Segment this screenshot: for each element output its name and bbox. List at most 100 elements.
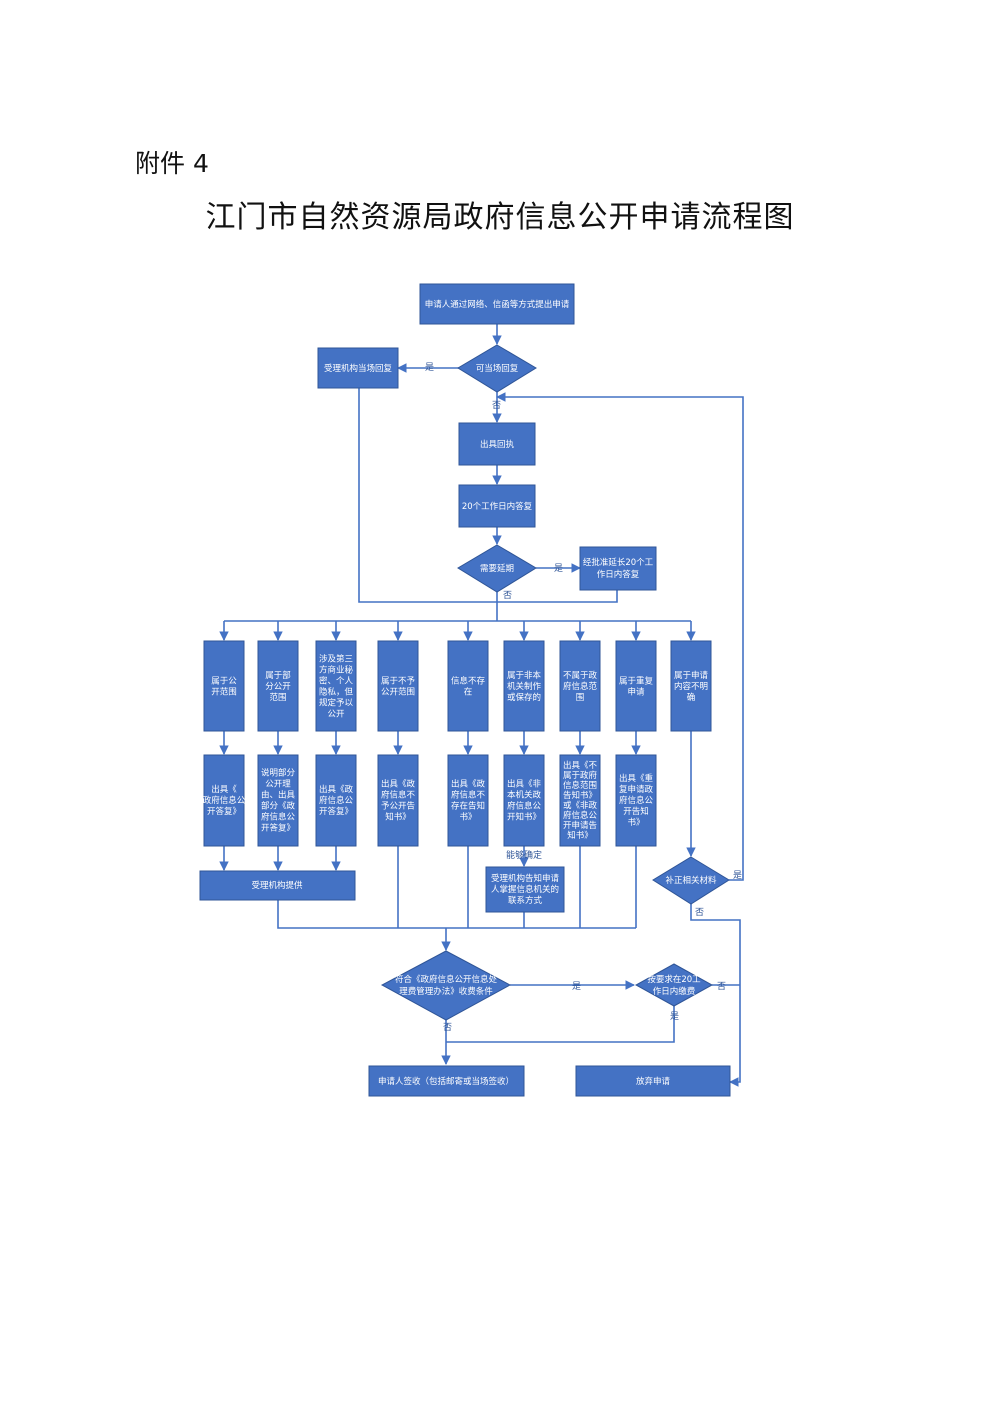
category-text: 机关制作 — [507, 681, 542, 692]
category-text: 密、个人 — [319, 676, 354, 687]
start-text: 申请人通过网络、信函等方式提出申请 — [425, 299, 570, 310]
inform-contact-text: 受理机构告知申请 — [491, 873, 560, 884]
category-text: 范围 — [269, 692, 286, 703]
category-text: 开范围 — [211, 687, 237, 698]
connector — [497, 590, 618, 603]
output-text: 复申请政 — [619, 784, 654, 795]
category-text: 属于部 — [265, 670, 291, 681]
category-box — [447, 640, 489, 732]
connector — [358, 388, 497, 603]
decision-extend — [457, 544, 537, 593]
decision-fee-text: 符合《政府信息公开信息处 — [395, 974, 498, 985]
category-box — [377, 640, 419, 732]
category-text: 属于不予 — [381, 677, 416, 687]
onsite-reply-text: 受理机构当场回复 — [324, 363, 393, 374]
category-text: 信息不存 — [451, 676, 486, 687]
category-text: 府信息范 — [563, 681, 598, 692]
category-text: 公开范围 — [381, 687, 415, 698]
output-box — [257, 754, 299, 847]
output-text: 知书》 — [385, 812, 411, 823]
provide-text: 受理机构提供 — [251, 880, 303, 891]
extend-text: 作日内答复 — [597, 569, 640, 580]
label-yes-fee: 是 — [572, 981, 581, 992]
output-text: 知书》 — [567, 830, 593, 841]
category-text: 公开 — [327, 710, 345, 720]
output-text: 府信息不 — [381, 790, 416, 801]
output-text: 府信息公 — [319, 795, 354, 806]
output-text: 本机关政 — [507, 790, 542, 801]
output-box — [559, 754, 601, 847]
output-text: 出具《政 — [319, 784, 354, 795]
label-yes-supplement: 是 — [733, 870, 742, 881]
decision-supplement — [652, 856, 730, 905]
category-box — [203, 640, 245, 732]
category-text: 隐私，但 — [319, 687, 354, 698]
category-text: 确 — [687, 692, 696, 703]
connector — [496, 392, 744, 881]
extend-box — [579, 546, 657, 591]
output-text: 开申请告 — [563, 820, 597, 831]
output-text: 书》 — [459, 812, 476, 823]
decision-fee — [380, 950, 512, 1021]
category-box — [615, 640, 657, 732]
label-no-onsite: 否 — [492, 400, 501, 411]
output-text: 出具《 — [211, 784, 237, 795]
output-text: 出具《政 — [381, 779, 416, 790]
inform-contact-text: 联系方式 — [508, 895, 543, 906]
category-text: 申请 — [627, 687, 645, 698]
reply20-text: 20个工作日内答复 — [462, 501, 533, 512]
output-text: 府信息不 — [451, 790, 486, 801]
category-text: 属于申请 — [674, 670, 709, 681]
output-text: 由、出具 — [261, 790, 296, 801]
output-text: 开知书》 — [507, 812, 541, 823]
label-no-pay: 否 — [717, 981, 726, 992]
category-text: 或保存的 — [507, 692, 541, 703]
extend-text: 经批准延长20个工 — [583, 557, 654, 568]
inform-contact-box — [485, 866, 565, 913]
decision-onsite — [457, 344, 537, 393]
output-text: 府信息公 — [619, 795, 654, 806]
decision-fee-text: 理费管理办法》收费条件 — [399, 986, 493, 997]
output-box — [615, 754, 657, 847]
output-box — [447, 754, 489, 847]
output-text: 开答复》 — [261, 823, 295, 834]
category-text: 内容不明 — [674, 681, 708, 692]
page-title: 江门市自然资源局政府信息公开申请流程图 — [205, 200, 795, 235]
decision-pay-text: 作日内缴费 — [653, 986, 696, 997]
inform-contact-text: 人掌握信息机关的 — [491, 884, 559, 895]
output-text: 政府信息公 — [203, 795, 246, 806]
connector-lines — [219, 324, 744, 1087]
output-text: 开答复》 — [207, 806, 241, 817]
sign-box — [368, 1065, 525, 1097]
output-text: 出具《重 — [619, 773, 654, 784]
category-text: 不属于政 — [563, 670, 598, 681]
category-text: 涉及第三 — [319, 654, 353, 665]
output-text: 出具《不 — [563, 760, 598, 771]
output-box — [503, 754, 545, 847]
output-text: 开答复》 — [319, 806, 353, 817]
label-no-fee: 否 — [443, 1022, 452, 1033]
output-box — [203, 754, 245, 847]
output-text: 府信息公 — [563, 810, 598, 821]
receipt-text: 出具回执 — [480, 439, 515, 450]
supplement-text: 补正相关材料 — [665, 875, 717, 886]
category-text: 属于重复 — [619, 676, 654, 687]
decision-extend-text: 需要延期 — [480, 563, 514, 574]
output-text: 书》 — [627, 817, 644, 828]
output-box — [377, 754, 419, 847]
decision-pay-text: 按要求在20工 — [647, 974, 701, 985]
category-text: 属于公 — [211, 677, 237, 687]
output-text: 存在告知 — [451, 801, 485, 812]
connector — [446, 1006, 675, 1043]
onsite-reply-box — [317, 347, 399, 389]
output-text: 属于政府 — [563, 770, 598, 781]
output-text: 告知书》 — [563, 790, 597, 801]
category-box — [315, 640, 357, 732]
decision-onsite-text: 可当场回复 — [476, 363, 519, 374]
label-yes-extend: 是 — [554, 563, 563, 574]
label-no-supplement: 否 — [695, 907, 704, 918]
category-text: 在 — [464, 687, 473, 698]
category-box — [257, 640, 299, 732]
start-box — [419, 283, 575, 325]
